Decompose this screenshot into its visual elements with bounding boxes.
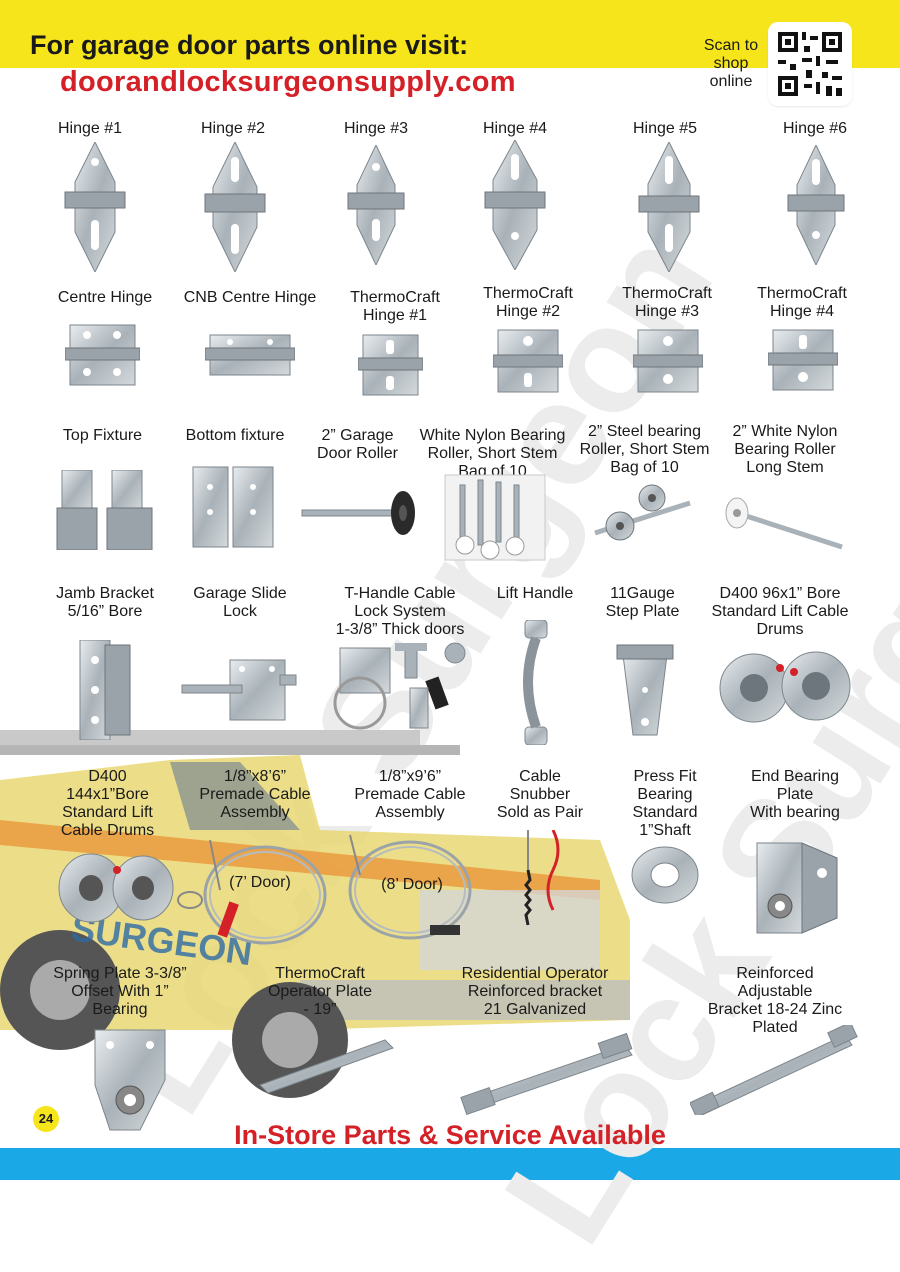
part-label-garage-door-roller: 2” Garage Door Roller: [317, 427, 398, 462]
garage-slide-lock-image: [181, 659, 297, 721]
top-fixture-image: [56, 470, 153, 550]
footer-tagline: In-Store Parts & Service Available: [234, 1120, 666, 1150]
part-label-thermocraft-hinge-2: ThermoCraft Hinge #2: [483, 285, 573, 320]
part-label-step-plate: 11Gauge Step Plate: [605, 585, 680, 620]
d400-144-drums-image: [58, 853, 174, 923]
cable-9-6-image: [348, 834, 472, 940]
residential-operator-bracket-image: [460, 1032, 633, 1115]
part-label-t-handle-lock: T-Handle Cable Lock System 1-3/8” Thick …: [335, 585, 465, 638]
jamb-bracket-image: [79, 640, 131, 740]
hinge-2-image: [204, 142, 266, 272]
part-label-cnb-centre-hinge: CNB Centre Hinge: [183, 289, 317, 306]
part-label-cable-snubber: Cable Snubber Sold as Pair: [496, 768, 584, 821]
cable-tag-8ft: (8’ Door): [381, 876, 443, 893]
part-label-hinge-3: Hinge #3: [343, 120, 409, 137]
hinge-3-image: [347, 145, 405, 265]
d400-96-drums-image: [719, 651, 851, 723]
part-label-hinge-4: Hinge #4: [482, 120, 548, 137]
lift-handle-image: [523, 620, 548, 745]
thermocraft-hinge-3-image: [633, 329, 703, 393]
part-label-lift-handle: Lift Handle: [496, 585, 574, 602]
bottom-fixture-image: [192, 466, 274, 548]
part-label-centre-hinge: Centre Hinge: [57, 289, 153, 306]
part-label-d400-144-drums: D400 144x1”Bore Standard Lift Cable Drum…: [60, 768, 155, 839]
hinge-5-image: [638, 142, 700, 272]
adjustable-bracket-image: [690, 1025, 858, 1115]
page-number: 24: [33, 1106, 59, 1132]
part-label-operator-plate: ThermoCraft Operator Plate - 19”: [267, 965, 373, 1018]
part-label-bottom-fixture: Bottom fixture: [185, 427, 285, 444]
part-label-hinge-6: Hinge #6: [782, 120, 848, 137]
cnb-centre-hinge-image: [205, 334, 295, 376]
hinge-6-image: [787, 145, 845, 265]
part-label-hinge-2: Hinge #2: [200, 120, 266, 137]
part-label-hinge-5: Hinge #5: [632, 120, 698, 137]
t-handle-lock-image: [333, 642, 466, 730]
part-label-adjustable-bracket: Reinforced Adjustable Bracket 18-24 Zinc…: [707, 965, 843, 1036]
centre-hinge-image: [65, 324, 140, 386]
thermocraft-hinge-2-image: [493, 329, 563, 393]
part-label-jamb-bracket: Jamb Bracket 5/16” Bore: [56, 585, 154, 620]
press-fit-bearing-image: [631, 846, 699, 904]
hinge-1-image: [64, 142, 126, 272]
cable-8-6-image: [177, 839, 327, 945]
part-label-end-bearing-plate: End Bearing Plate With bearing: [750, 768, 840, 821]
header-band: [0, 0, 900, 68]
scan-text: Scan to shop online: [703, 37, 759, 90]
part-label-thermocraft-hinge-4: ThermoCraft Hinge #4: [757, 285, 847, 320]
footer-band: [0, 1148, 900, 1180]
cable-tag-7ft: (7’ Door): [229, 874, 291, 891]
white-nylon-roller-long-image: [725, 497, 843, 550]
steel-roller-short-image: [594, 484, 691, 541]
operator-plate-image: [259, 1039, 394, 1094]
hinge-4-image: [484, 140, 546, 270]
thermocraft-hinge-4-image: [768, 329, 838, 391]
part-label-hinge-1: Hinge #1: [57, 120, 123, 137]
header-title: For garage door parts online visit:: [30, 30, 469, 60]
part-label-garage-slide-lock: Garage Slide Lock: [193, 585, 287, 620]
step-plate-image: [616, 644, 674, 736]
part-label-d400-96-drums: D400 96x1” Bore Standard Lift Cable Drum…: [711, 585, 849, 638]
end-bearing-plate-image: [756, 842, 838, 934]
spring-plate-image: [94, 1029, 166, 1131]
white-nylon-roller-bag-image: [444, 474, 546, 561]
cable-snubber-image: [524, 830, 560, 926]
part-label-spring-plate: Spring Plate 3-3/8” Offset With 1” Beari…: [53, 965, 187, 1018]
part-label-steel-roller-short: 2” Steel bearing Roller, Short Stem Bag …: [579, 423, 710, 476]
part-label-cable-8-6: 1/8”x8’6” Premade Cable Assembly: [199, 768, 311, 821]
thermocraft-hinge-1-image: [358, 334, 423, 396]
truck-illustration: SURGEON: [0, 730, 630, 1098]
part-label-thermocraft-hinge-3: ThermoCraft Hinge #3: [622, 285, 712, 320]
part-label-thermocraft-hinge-1: ThermoCraft Hinge #1: [350, 289, 440, 324]
website-link[interactable]: doorandlocksurgeonsupply.com: [60, 66, 516, 98]
qr-code-icon[interactable]: [770, 24, 850, 104]
part-label-press-fit-bearing: Press Fit Bearing Standard 1”Shaft: [632, 768, 698, 839]
part-label-residential-operator-bracket: Residential Operator Reinforced bracket …: [461, 965, 609, 1018]
part-label-cable-9-6: 1/8”x9’6” Premade Cable Assembly: [354, 768, 466, 821]
part-label-white-nylon-roller-long: 2” White Nylon Bearing Roller Long Stem: [732, 423, 838, 476]
garage-door-roller-image: [301, 491, 415, 535]
part-label-top-fixture: Top Fixture: [62, 427, 143, 444]
